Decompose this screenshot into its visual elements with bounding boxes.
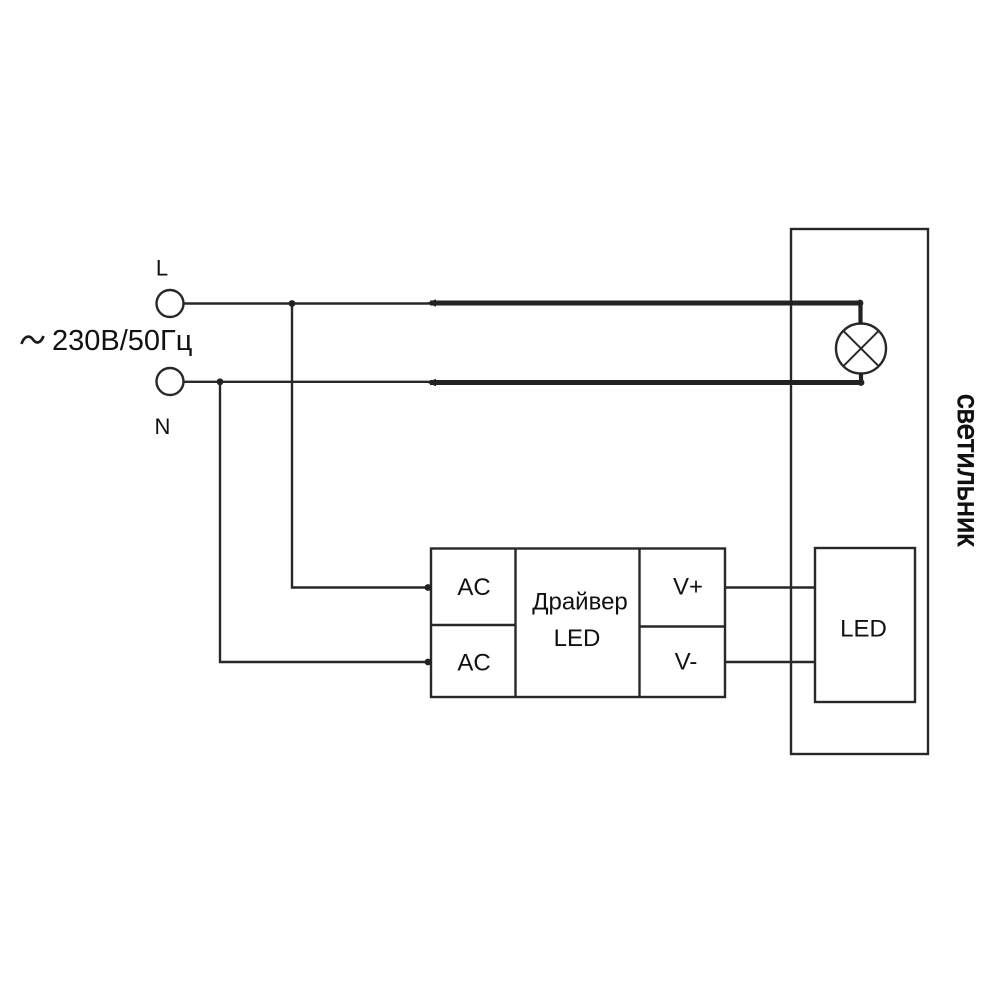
svg-text:AC: AC: [457, 650, 490, 677]
svg-text:V+: V+: [673, 574, 703, 601]
svg-text:LED: LED: [554, 625, 601, 652]
svg-text:230В/50Гц: 230В/50Гц: [52, 325, 192, 357]
svg-text:Драйвер: Драйвер: [532, 589, 628, 616]
svg-text:L: L: [156, 256, 168, 281]
svg-text:AC: AC: [457, 574, 490, 601]
svg-text:светильник: светильник: [951, 394, 983, 546]
svg-text:V-: V-: [675, 649, 698, 676]
svg-text:LED: LED: [840, 616, 887, 643]
svg-text:N: N: [155, 414, 171, 439]
